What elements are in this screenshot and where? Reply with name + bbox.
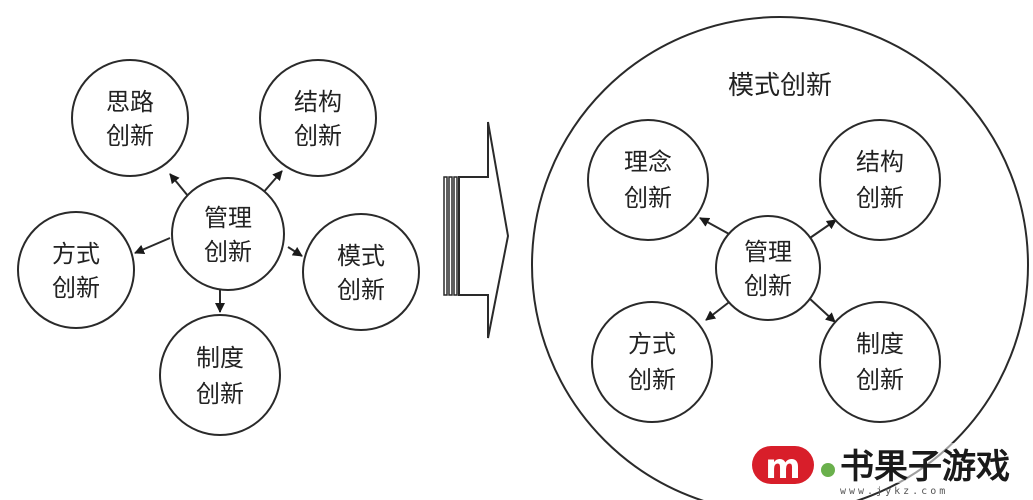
node-moshi: 模式 创新	[302, 213, 420, 331]
watermark-logo-icon: m	[752, 446, 835, 487]
node-silu: 思路 创新	[71, 59, 189, 177]
watermark-text: 书果子游戏	[840, 447, 1010, 487]
node-label: 创新	[106, 122, 154, 150]
transition-arrow-body	[458, 121, 510, 339]
node-label: 创新	[856, 184, 904, 212]
node-label: 创新	[856, 366, 904, 394]
node-zhidu: 制度 创新	[159, 314, 281, 436]
node-label: 模式	[337, 242, 385, 270]
node-center-right: 管理 创新	[715, 215, 821, 321]
node-label: 思路	[106, 88, 154, 116]
svg-text:m: m	[765, 447, 800, 487]
transition-arrow-bar	[448, 176, 453, 296]
node-jiegou-right: 结构 创新	[819, 119, 941, 241]
node-label: 方式	[52, 240, 100, 268]
center-label: 创新	[744, 272, 792, 300]
right-arrow-to-jiegou	[806, 219, 837, 241]
left-diagram: 思路 创新 结构 创新 方式 创新 模式 创新 制度 创新 管理 创新	[17, 59, 420, 436]
node-label: 制度	[856, 330, 904, 358]
transition-arrow-bar	[453, 176, 458, 296]
node-label: 创新	[294, 122, 342, 150]
right-arrow-to-zhidu	[808, 297, 836, 323]
node-linian: 理念 创新	[587, 119, 709, 241]
left-arrow-to-moshi	[287, 246, 303, 257]
center-label: 管理	[204, 204, 252, 232]
center-label: 管理	[744, 238, 792, 266]
node-label: 理念	[624, 148, 672, 176]
node-label: 结构	[856, 148, 904, 176]
center-label: 创新	[204, 238, 252, 266]
node-center-left: 管理 创新	[171, 177, 285, 291]
outer-circle-title: 模式创新	[728, 71, 832, 101]
node-label: 方式	[628, 330, 676, 358]
watermark-text-band	[836, 443, 1026, 483]
node-label: 创新	[196, 380, 244, 408]
node-label: 创新	[628, 366, 676, 394]
node-label: 创新	[624, 184, 672, 212]
left-arrow-to-jiegou	[261, 170, 283, 195]
left-arrow-to-silu	[169, 173, 189, 197]
right-diagram: 模式创新 理念 创新 结构 创新 方式 创新 制度 创新 管理	[531, 16, 1029, 500]
transition-arrow-bar	[443, 176, 448, 296]
node-fangshi-right: 方式 创新	[591, 301, 713, 423]
watermark-url: www.jykz.com	[840, 486, 948, 497]
node-label: 结构	[294, 88, 342, 116]
node-label: 创新	[52, 274, 100, 302]
left-arrow-to-fangshi	[134, 237, 171, 255]
node-zhidu-right: 制度 创新	[819, 301, 941, 423]
node-fangshi: 方式 创新	[17, 211, 135, 329]
node-label: 创新	[337, 276, 385, 304]
watermark: m 书果子游戏 www.jykz.com	[752, 443, 1026, 497]
transition-arrow	[443, 121, 510, 339]
node-jiegou: 结构 创新	[259, 59, 377, 177]
node-label: 制度	[196, 344, 244, 372]
